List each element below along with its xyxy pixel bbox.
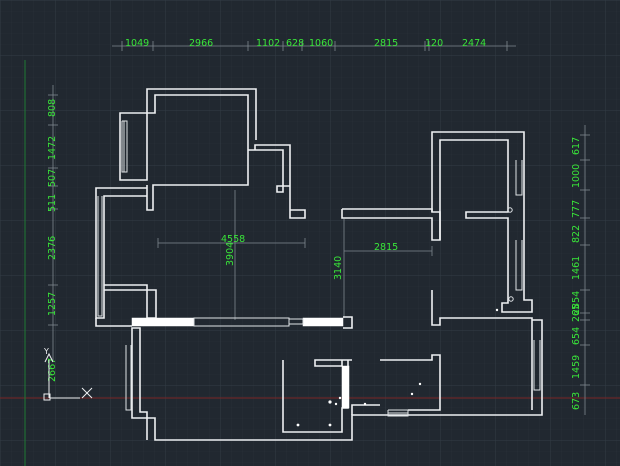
wall-lower-right-inner[interactable]	[380, 354, 441, 411]
interior-dim-width-main: 4558	[221, 234, 245, 245]
right-dim-9: 1459	[571, 355, 582, 379]
interior-dim-height-main: 3904	[225, 242, 236, 266]
right-dim-3: 777	[571, 200, 582, 218]
slab-beam-main	[131, 317, 195, 327]
right-dim-2: 1000	[571, 164, 582, 188]
right-dimension-labels: 617 1000 777 822 1461 2854 265 654 1459 …	[571, 137, 582, 410]
window-upper-left	[121, 120, 128, 173]
fixture-dot	[418, 382, 422, 386]
left-dim-2: 1472	[47, 136, 58, 160]
top-dim-3: 1102	[256, 38, 280, 49]
left-dim-1: 808	[47, 99, 58, 117]
left-dim-4: 511	[47, 194, 58, 212]
floor-plan[interactable]	[95, 88, 543, 441]
left-dimension-line	[48, 85, 58, 360]
left-dim-3: 507	[47, 169, 58, 187]
slab-pillar	[341, 365, 350, 409]
wall-lower-right-room[interactable]	[131, 319, 543, 441]
top-dimension-labels: 1049 2966 1102 628 1060 2815 120 2474	[125, 38, 486, 49]
interior-dim-width-right: 2815	[374, 242, 398, 253]
right-dim-7: 265	[571, 304, 582, 322]
top-dim-1: 1049	[125, 38, 149, 49]
svg-text:Y: Y	[43, 347, 49, 356]
window-lower-right	[533, 340, 541, 391]
fixture-dot	[495, 308, 499, 312]
right-dimension-line	[580, 125, 590, 415]
window-bottom	[387, 409, 409, 417]
crosshair-icon	[81, 387, 93, 399]
fixture-circle	[508, 296, 514, 302]
right-dim-8: 654	[571, 327, 582, 345]
top-dim-4: 628	[286, 38, 304, 49]
top-dimension-line	[112, 41, 516, 51]
interior-dimension-lines	[157, 190, 433, 320]
wall-lower-step[interactable]	[351, 404, 380, 415]
fixture-dot	[328, 423, 332, 427]
interior-dimension-labels: 4558 3904 3140 2815	[221, 234, 398, 280]
wall-left-living[interactable]	[95, 187, 147, 319]
right-dim-5: 1461	[571, 256, 582, 280]
left-dim-5: 2376	[47, 236, 58, 260]
top-dim-5: 1060	[309, 38, 333, 49]
left-dim-6: 1257	[47, 292, 58, 316]
top-dim-6: 2815	[374, 38, 398, 49]
beam-segment-right	[288, 318, 304, 325]
fixture-dot	[334, 402, 338, 406]
fixture-dot	[328, 400, 332, 404]
wall-right-lower-link[interactable]	[431, 290, 533, 410]
fixture-dot	[338, 396, 342, 400]
right-dim-6: 2854	[571, 291, 582, 315]
fixture-dot	[296, 423, 300, 427]
right-dim-4: 822	[571, 225, 582, 243]
right-dim-10: 673	[571, 392, 582, 410]
top-dim-7: 120	[425, 38, 443, 49]
wall-lower-left-edge[interactable]	[95, 318, 132, 327]
interior-dim-height-mid: 3140	[333, 256, 344, 280]
ucs-icon: Y	[43, 347, 80, 401]
fixture-dot	[363, 402, 367, 406]
window-left	[97, 196, 103, 317]
window-upper-right-2	[515, 240, 523, 291]
window-upper-right-1	[515, 160, 523, 196]
top-dim-2: 2966	[189, 38, 213, 49]
window-lower-left	[125, 345, 132, 411]
slab-beam-right	[302, 317, 344, 327]
top-dim-8: 2474	[462, 38, 486, 49]
left-dimension-labels: 808 1472 507 511 2376 1257 2667	[47, 99, 58, 382]
fixture-circle	[507, 207, 513, 213]
right-dim-1: 617	[571, 137, 582, 155]
wall-lower-middle[interactable]	[282, 359, 352, 433]
wall-upper-left-room[interactable]	[119, 88, 306, 219]
fixture-dot	[410, 392, 414, 396]
left-dim-7: 2667	[47, 358, 58, 382]
wall-beam-end[interactable]	[343, 316, 353, 329]
wall-upper-right-room[interactable]	[431, 131, 533, 313]
